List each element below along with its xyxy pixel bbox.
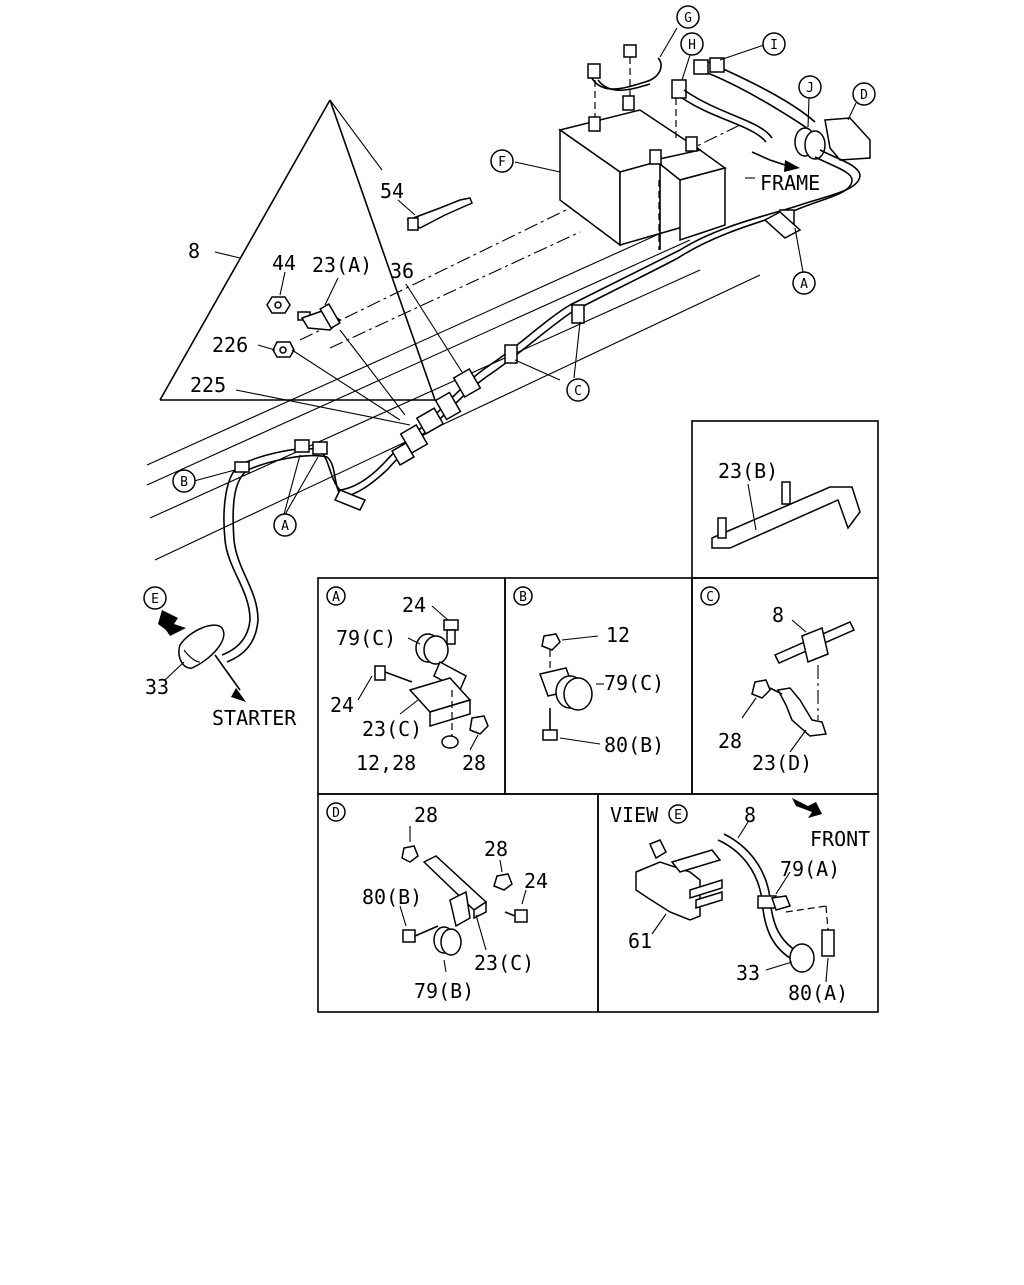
svg-text:D: D (860, 88, 868, 103)
label-33: 33 (145, 675, 169, 699)
circle-callout-j: J (798, 75, 822, 99)
circle-callout-f: F (490, 149, 514, 173)
svg-text:H: H (688, 38, 696, 53)
svg-text:C: C (574, 384, 582, 399)
svg-text:A: A (800, 277, 808, 292)
label-44: 44 (272, 251, 296, 275)
detail-panel-view-e: E VIEW 8 FRONT 79(A) 61 33 80(A) (597, 793, 879, 1013)
label-23a: 23(A) (312, 253, 372, 277)
detail-panel-b: B 12 79(C) 80(B) (504, 577, 693, 795)
label-36: 36 (390, 259, 414, 283)
label-23b: 23(B) (718, 459, 778, 483)
panel-c-23d: 23(D) (752, 751, 812, 775)
callout-small-parts (266, 197, 473, 421)
panel-b-79c: 79(C) (604, 671, 664, 695)
panel-e-33: 33 (736, 961, 760, 985)
panel-b-tag: B (519, 590, 527, 605)
panel-c-28: 28 (718, 729, 742, 753)
panel-a-28: 28 (462, 751, 486, 775)
label-8: 8 (188, 239, 200, 263)
panel-d-24: 24 (524, 869, 548, 893)
main-assembly-view: 8 54 44 23(A) 36 226 225 FRAME 33 STARTE… (143, 5, 876, 730)
panel-a-24-top: 24 (402, 593, 426, 617)
circle-callout-a-bottom: A (273, 513, 297, 537)
svg-text:F: F (498, 155, 506, 170)
detail-panel-c: C 8 28 23(D) (691, 577, 879, 795)
circle-callout-b: B (172, 469, 196, 493)
label-frame: FRAME (760, 171, 820, 195)
svg-text:E: E (151, 592, 159, 607)
panel-d-28-right: 28 (484, 837, 508, 861)
circle-callout-i: I (762, 32, 786, 56)
panel-b-12: 12 (606, 623, 630, 647)
panel-d-79b: 79(B) (414, 979, 474, 1003)
panel-e-61: 61 (628, 929, 652, 953)
circle-callout-c: C (566, 378, 590, 402)
circle-callout-d: D (852, 82, 876, 106)
panel-e-8: 8 (744, 803, 756, 827)
svg-text:J: J (806, 81, 814, 96)
panel-a-tag: A (332, 590, 340, 605)
callout-triangle-8 (159, 99, 436, 401)
detail-panel-23b: 23(B) (691, 420, 879, 579)
main-harness (158, 209, 802, 702)
panel-a-12-28: 12,28 (356, 751, 416, 775)
panel-e-80a: 80(A) (788, 981, 848, 1005)
label-226: 226 (212, 333, 248, 357)
panel-b-80b: 80(B) (604, 733, 664, 757)
panel-a-79c: 79(C) (336, 626, 396, 650)
panel-e-front: FRONT (810, 827, 870, 851)
main-leaders (164, 27, 857, 681)
svg-text:I: I (770, 38, 778, 53)
circle-callout-e: E (143, 586, 167, 610)
svg-text:A: A (281, 519, 289, 534)
panel-d-23c: 23(C) (474, 951, 534, 975)
circle-callout-h: H (680, 32, 704, 56)
battery-pair (558, 95, 727, 250)
panel-a-24-left: 24 (330, 693, 354, 717)
panel-d-28-top: 28 (414, 803, 438, 827)
panel-e-tag: E (674, 808, 682, 823)
panel-c-8: 8 (772, 603, 784, 627)
panel-d-tag: D (332, 806, 340, 821)
panel-c-tag: C (706, 590, 714, 605)
circle-callout-a-top: A (792, 271, 816, 295)
label-54: 54 (380, 179, 404, 203)
svg-text:G: G (684, 11, 692, 26)
panel-e-view: VIEW (610, 803, 659, 827)
detail-panel-a: A 24 79(C) 24 23(C) 12,28 28 (317, 577, 506, 795)
circle-callout-g: G (676, 5, 700, 29)
label-starter: STARTER (212, 706, 297, 730)
svg-text:B: B (180, 475, 188, 490)
label-225: 225 (190, 373, 226, 397)
battery-cables (587, 44, 816, 172)
detail-panel-d: D 28 28 24 80(B) 23(C) 79(B) (317, 793, 599, 1013)
panel-d-80b: 80(B) (362, 885, 422, 909)
panel-e-79a: 79(A) (780, 857, 840, 881)
panel-a-23c: 23(C) (362, 717, 422, 741)
